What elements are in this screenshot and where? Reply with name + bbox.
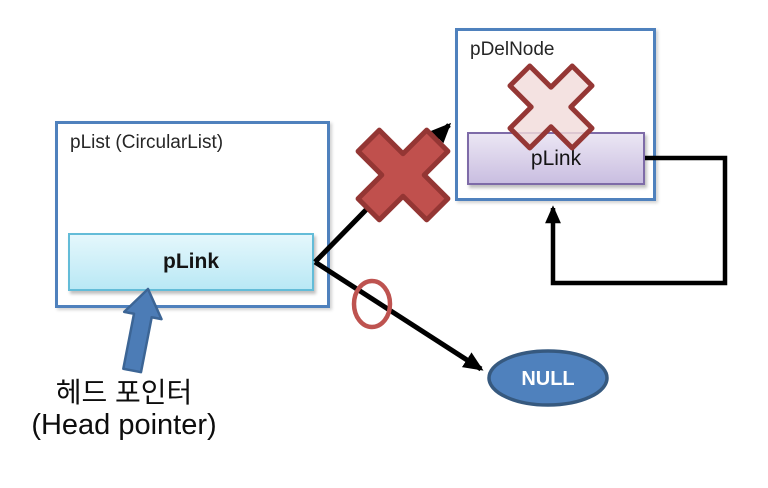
prohibit-circle-icon [351,278,393,330]
pdelnode-label: pDelNode [470,39,555,60]
caption-korean: 헤드 포인터 [55,377,193,408]
arrow-plink-to-null [313,259,484,372]
caption-english: (Head pointer) [31,409,217,441]
null-label: NULL [521,368,574,390]
null-node [487,349,609,407]
plist-label: pList (CircularList) [70,132,224,153]
red-x-icon [355,127,451,223]
plist-plink-field: pLink [68,233,314,291]
head-pointer-caption: 헤드 포인터 (Head pointer) [0,376,248,442]
arrow-plink-to-pdelnode [313,122,452,264]
pdelnode-plink-label: pLink [530,146,582,170]
pdelnode-plink-field: pLink [467,132,645,185]
plist-plink-label: pLink [163,250,219,273]
